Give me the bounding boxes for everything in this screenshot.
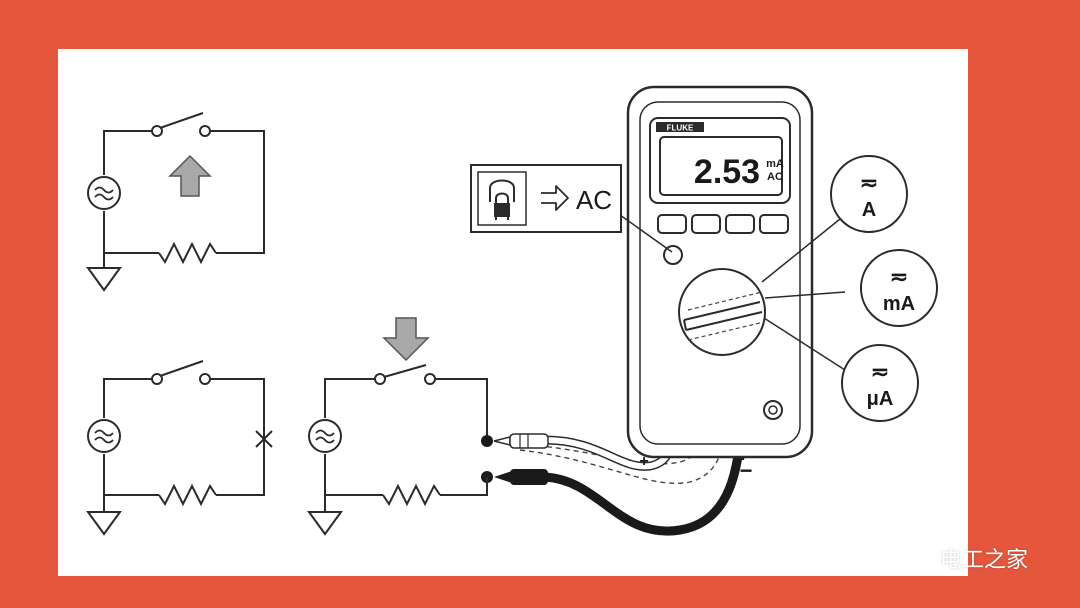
resistor	[382, 483, 441, 507]
range-badge-ua: ≂ μA	[841, 344, 919, 422]
wechat-icon	[892, 544, 931, 571]
red-probe[interactable]	[493, 433, 549, 449]
com-jack[interactable]	[763, 400, 783, 420]
negative-sign: −	[740, 458, 753, 483]
black-probe[interactable]	[494, 469, 548, 485]
watermark-text: 电工之家	[940, 548, 1029, 573]
badge-symbol: ≂	[871, 359, 889, 384]
resistor	[158, 241, 217, 265]
hold-button[interactable]	[663, 245, 683, 265]
callout-ac-label: AC	[576, 185, 612, 215]
range-badge-ma: ≂ mA	[860, 249, 938, 327]
terminal-node	[481, 435, 493, 447]
badge-unit: μA	[867, 388, 894, 410]
circuit-top	[87, 112, 265, 291]
press-button-icon	[489, 179, 515, 220]
brand-plate	[656, 122, 704, 132]
ac-callout: AC	[470, 164, 622, 233]
black-test-lead[interactable]	[540, 405, 747, 536]
switch-blade	[159, 112, 204, 129]
function-button-4[interactable]	[759, 214, 789, 234]
ground-symbol	[87, 267, 121, 291]
ac-source-symbol	[87, 419, 121, 453]
circuit-broken	[87, 360, 273, 535]
circuit-measured	[308, 317, 493, 535]
dial-pointer	[683, 291, 765, 341]
break-mark-icon	[255, 430, 273, 448]
lcd-unit-bottom: AC	[767, 171, 783, 183]
badge-unit: mA	[883, 293, 915, 315]
ac-source-symbol	[87, 176, 121, 210]
lcd-screen	[659, 136, 783, 196]
function-button-3[interactable]	[725, 214, 755, 234]
multimeter: FLUKE 2.53 mA AC + −	[626, 85, 814, 483]
lcd-reading: 2.53	[694, 153, 760, 191]
switch-contact	[151, 373, 163, 385]
resistor	[158, 483, 217, 507]
function-button-1[interactable]	[657, 214, 687, 234]
switch-contact	[199, 125, 211, 137]
positive-sign: +	[639, 453, 648, 470]
arrow-right-icon	[541, 185, 569, 211]
badge-symbol: ≂	[890, 264, 908, 289]
ground-symbol	[308, 511, 342, 535]
switch-contact	[199, 373, 211, 385]
badge-unit: A	[862, 199, 876, 221]
ac-source-symbol	[308, 419, 342, 453]
meter-bezel	[639, 101, 801, 445]
switch-blade	[159, 360, 204, 377]
arrow-up-icon	[168, 154, 212, 197]
brand-label: FLUKE	[667, 124, 694, 133]
badge-leaders	[612, 209, 846, 371]
switch-contact	[374, 373, 386, 385]
function-button-2[interactable]	[691, 214, 721, 234]
arrow-down-icon	[382, 317, 430, 362]
badge-symbol: ≂	[860, 170, 878, 195]
watermark: 电工之家	[892, 542, 1028, 574]
switch-blade	[383, 364, 427, 378]
switch-contact	[151, 125, 163, 137]
ground-symbol	[87, 511, 121, 535]
range-badge-a: ≂ A	[830, 155, 908, 233]
lcd-unit-top: mA	[766, 158, 784, 170]
switch-contact	[424, 373, 436, 385]
